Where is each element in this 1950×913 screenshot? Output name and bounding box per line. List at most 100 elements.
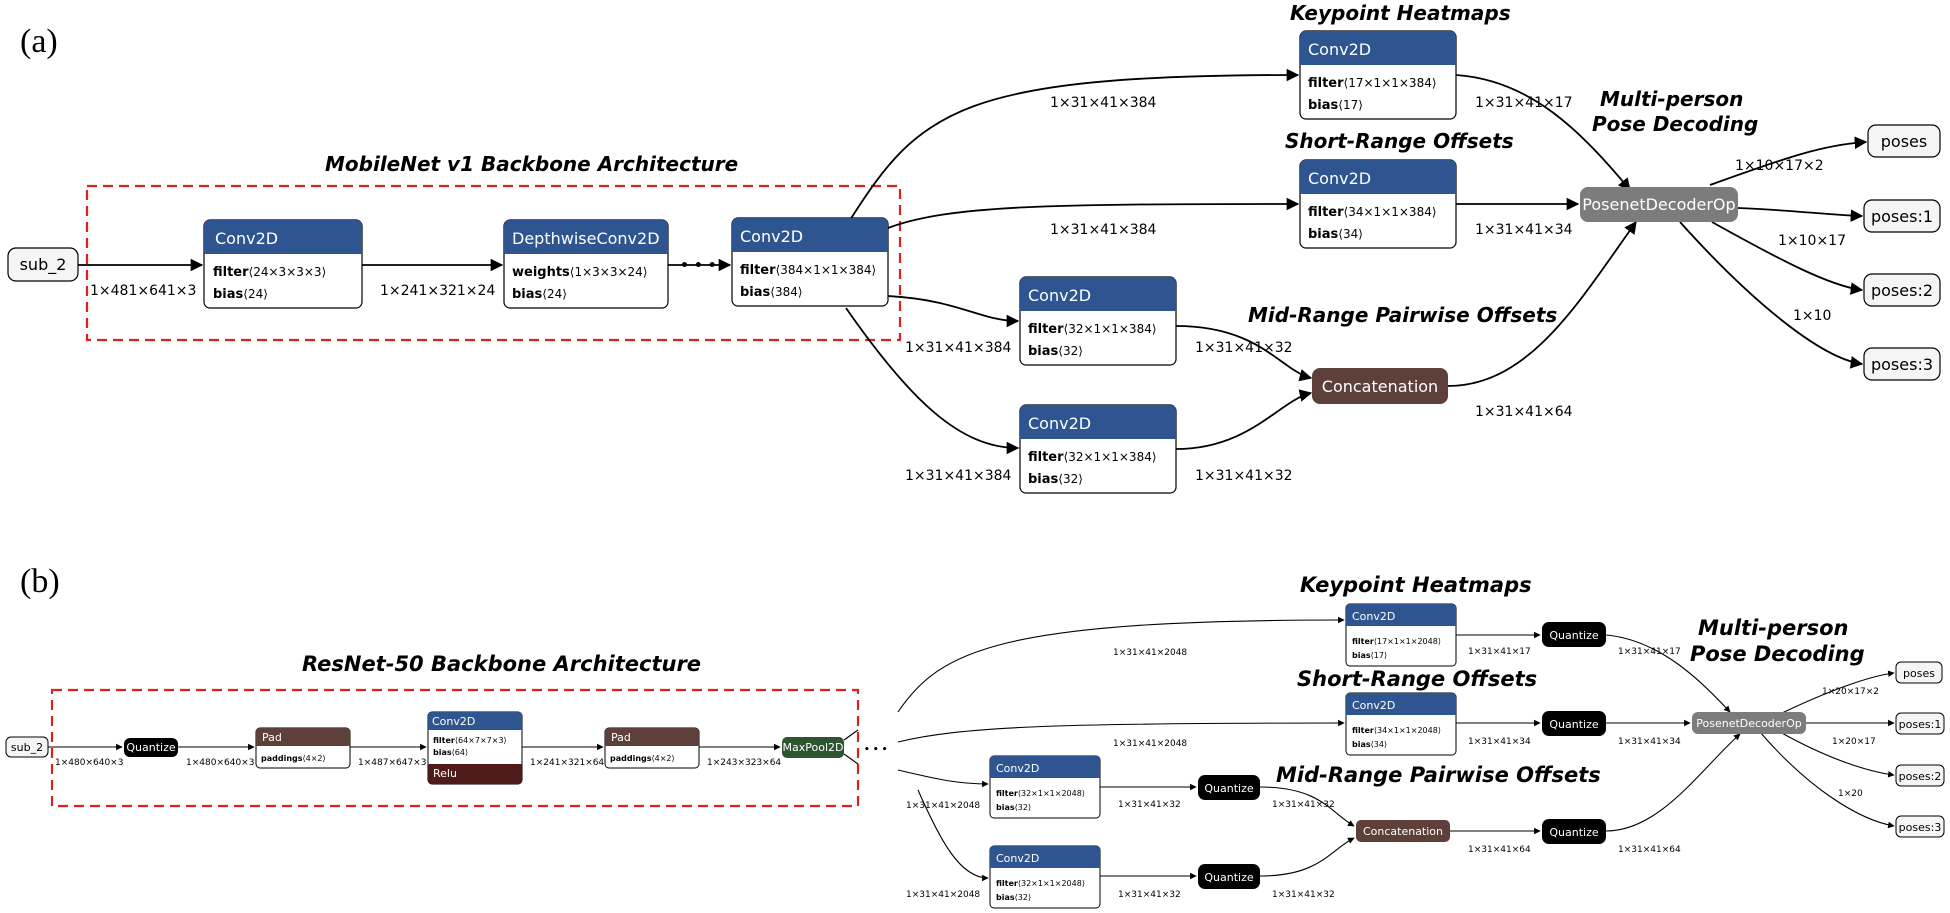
shape-midrange1-mid-b: 1×31×41×32 [1118,800,1181,810]
shape-poses-a: 1×10×17×2 [1735,158,1824,174]
conv2d-last-attr2-key: bias [740,285,771,300]
mid-range-1-b-attr2-key: bias [996,803,1015,812]
mid-range-2-attr1-value: ⟨32×1×1×384⟩ [1064,450,1157,464]
keypoint-b-attr2-value: ⟨17⟩ [1371,651,1387,660]
edge-b-concat-quantize-to-decoder [1605,733,1741,832]
svg-text:bias⟨64⟩: bias⟨64⟩ [433,748,468,757]
short-range-conv2d-title: Conv2D [1308,169,1371,188]
posenet-decoder-label: PosenetDecoderOp [1582,195,1735,214]
shape-keypoint-out-b: 1×31×41×17 [1618,647,1681,657]
backbone-dashed-box [85,184,902,342]
mid-range-2-b-attr2-key: bias [996,893,1015,902]
conv2d-1-attr1-value: ⟨24×3×3×3⟩ [249,265,327,279]
shape-keypoint-mid-b: 1×31×41×17 [1468,647,1531,657]
shape-poses1-a: 1×10×17 [1778,233,1846,249]
keypoint-heatmaps-heading: Keypoint Heatmaps [1290,1,1511,25]
svg-text:bias⟨17⟩: bias⟨17⟩ [1352,651,1387,660]
mid-range-2-b-attr2-value: ⟨32⟩ [1015,893,1031,902]
output-poses2-label: poses:2 [1871,281,1933,300]
output-poses-b-label: poses [1903,667,1935,680]
pad-node-2: Pad paddings⟨4×2⟩ [604,727,700,769]
shape-after-pad1-b: 1×487×647×3 [358,758,426,768]
quantize-concat-label: Quantize [1549,826,1598,839]
output-node-poses3 [1863,347,1941,381]
decoding-heading-line2: Pose Decoding [1592,112,1758,136]
posenet-decoder-node [1580,187,1738,222]
shape-poses1-b: 1×20×17 [1832,737,1876,747]
conv2d-b-attr2-key: bias [433,748,452,757]
input-node-sub2 [7,247,79,282]
quantize-keypoint-label: Quantize [1549,629,1598,642]
svg-text:bias⟨24⟩: bias⟨24⟩ [512,287,567,302]
pad-2-title: Pad [611,731,631,744]
output-node-poses2-b [1895,764,1945,787]
mid-range-1-title: Conv2D [1028,286,1091,305]
svg-text:bias⟨32⟩: bias⟨32⟩ [996,893,1031,902]
shape-to-keypoint-a: 1×31×41×384 [1050,95,1157,111]
shape-midrange2-mid-b: 1×31×41×32 [1118,890,1181,900]
edge-b-to-keypoint [897,616,1345,713]
conv2d-last-attr1-value: ⟨384×1×1×384⟩ [776,263,877,277]
pad-node-1: Pad paddings⟨4×2⟩ [255,727,351,769]
panel-a-label: (a) [20,23,58,60]
keypoint-attr2-value: ⟨17⟩ [1338,98,1363,112]
depthwise-attr1-value: ⟨1×3×3×24⟩ [570,265,648,279]
svg-text:weights⟨1×3×3×24⟩: weights⟨1×3×3×24⟩ [512,265,648,280]
keypoint-b-attr1-key: filter [1352,637,1374,646]
keypoint-heatmaps-heading-b: Keypoint Heatmaps [1300,573,1532,597]
input-node-b-label: sub_2 [11,741,43,754]
conv2d-b-attr2-value: ⟨64⟩ [452,748,468,757]
ellipsis-a: • • • [680,258,717,274]
shape-after-conv1-a: 1×241×321×24 [380,283,495,299]
svg-text:filter⟨34×1×1×384⟩: filter⟨34×1×1×384⟩ [1308,205,1437,220]
shape-concat-out-a: 1×31×41×64 [1475,404,1573,420]
svg-text:filter⟨384×1×1×384⟩: filter⟨384×1×1×384⟩ [740,263,876,278]
edge-b-decoder-to-poses [1779,670,1895,715]
concatenation-label: Concatenation [1322,377,1438,396]
keypoint-attr1-key: filter [1308,76,1344,91]
keypoint-b-attr1-value: ⟨17×1×1×2048⟩ [1374,637,1441,646]
shape-input-a: 1×481×641×3 [90,283,196,299]
resnet-backbone-title: ResNet-50 Backbone Architecture [302,652,701,676]
mobilenet-backbone-title: MobileNet v1 Backbone Architecture [325,152,738,176]
mid-range-2-b-title: Conv2D [996,852,1039,865]
shape-to-midrange1-a: 1×31×41×384 [905,340,1012,356]
shape-short-range-mid-b: 1×31×41×34 [1468,737,1531,747]
shape-midrange1-out-a: 1×31×41×32 [1195,340,1293,356]
svg-text:bias⟨17⟩: bias⟨17⟩ [1308,98,1363,113]
keypoint-b-title: Conv2D [1352,610,1395,623]
short-range-b-attr2-key: bias [1352,740,1371,749]
short-range-offsets-heading: Short-Range Offsets [1285,129,1514,153]
maxpool-label: MaxPool2D [783,741,844,754]
depthwise-attr2-key: bias [512,287,543,302]
mid-range-2-attr1-key: filter [1028,450,1064,465]
shape-short-range-out-a: 1×31×41×34 [1475,222,1573,238]
shape-after-pad2-b: 1×243×323×64 [707,758,781,768]
shape-to-short-range-b: 1×31×41×2048 [1113,739,1187,749]
edge-decoder-to-poses1 [1737,207,1864,222]
edge-backbone-to-midrange2 [845,307,1020,455]
concatenation-b-label: Concatenation [1363,825,1443,838]
output-node-poses [1867,124,1941,158]
mid-range-conv2d-node-2-b: Conv2D filter⟨32×1×1×2048⟩ bias⟨32⟩ [989,845,1101,909]
edge-backbone-to-short-range [887,197,1300,229]
short-range-offsets-heading-b: Short-Range Offsets [1297,667,1537,691]
edge-concat-to-decoder [1447,220,1637,387]
conv2d-last-attr1-key: filter [740,263,776,278]
conv2d-1-attr2-key: bias [213,287,244,302]
quantize-backbone-label: Quantize [126,741,175,754]
mid-range-1-attr1-key: filter [1028,322,1064,337]
conv2d-node-last: Conv2D filter⟨384×1×1×384⟩ bias⟨384⟩ [731,217,889,307]
edge-b-decoder-to-poses3 [1759,731,1895,829]
mid-range-2-attr2-value: ⟨32⟩ [1058,472,1083,486]
input-node-b [5,736,49,758]
short-range-b-attr2-value: ⟨34⟩ [1371,740,1387,749]
output-poses3-b-label: poses:3 [1899,821,1942,834]
quantize-node-keypoint [1542,622,1606,647]
short-range-b-title: Conv2D [1352,699,1395,712]
edge-b-quantize-to-concat1 [1259,786,1355,827]
svg-text:filter⟨24×3×3×3⟩: filter⟨24×3×3×3⟩ [213,265,326,280]
output-node-poses-b [1895,661,1943,684]
svg-text:bias⟨32⟩: bias⟨32⟩ [1028,344,1083,359]
